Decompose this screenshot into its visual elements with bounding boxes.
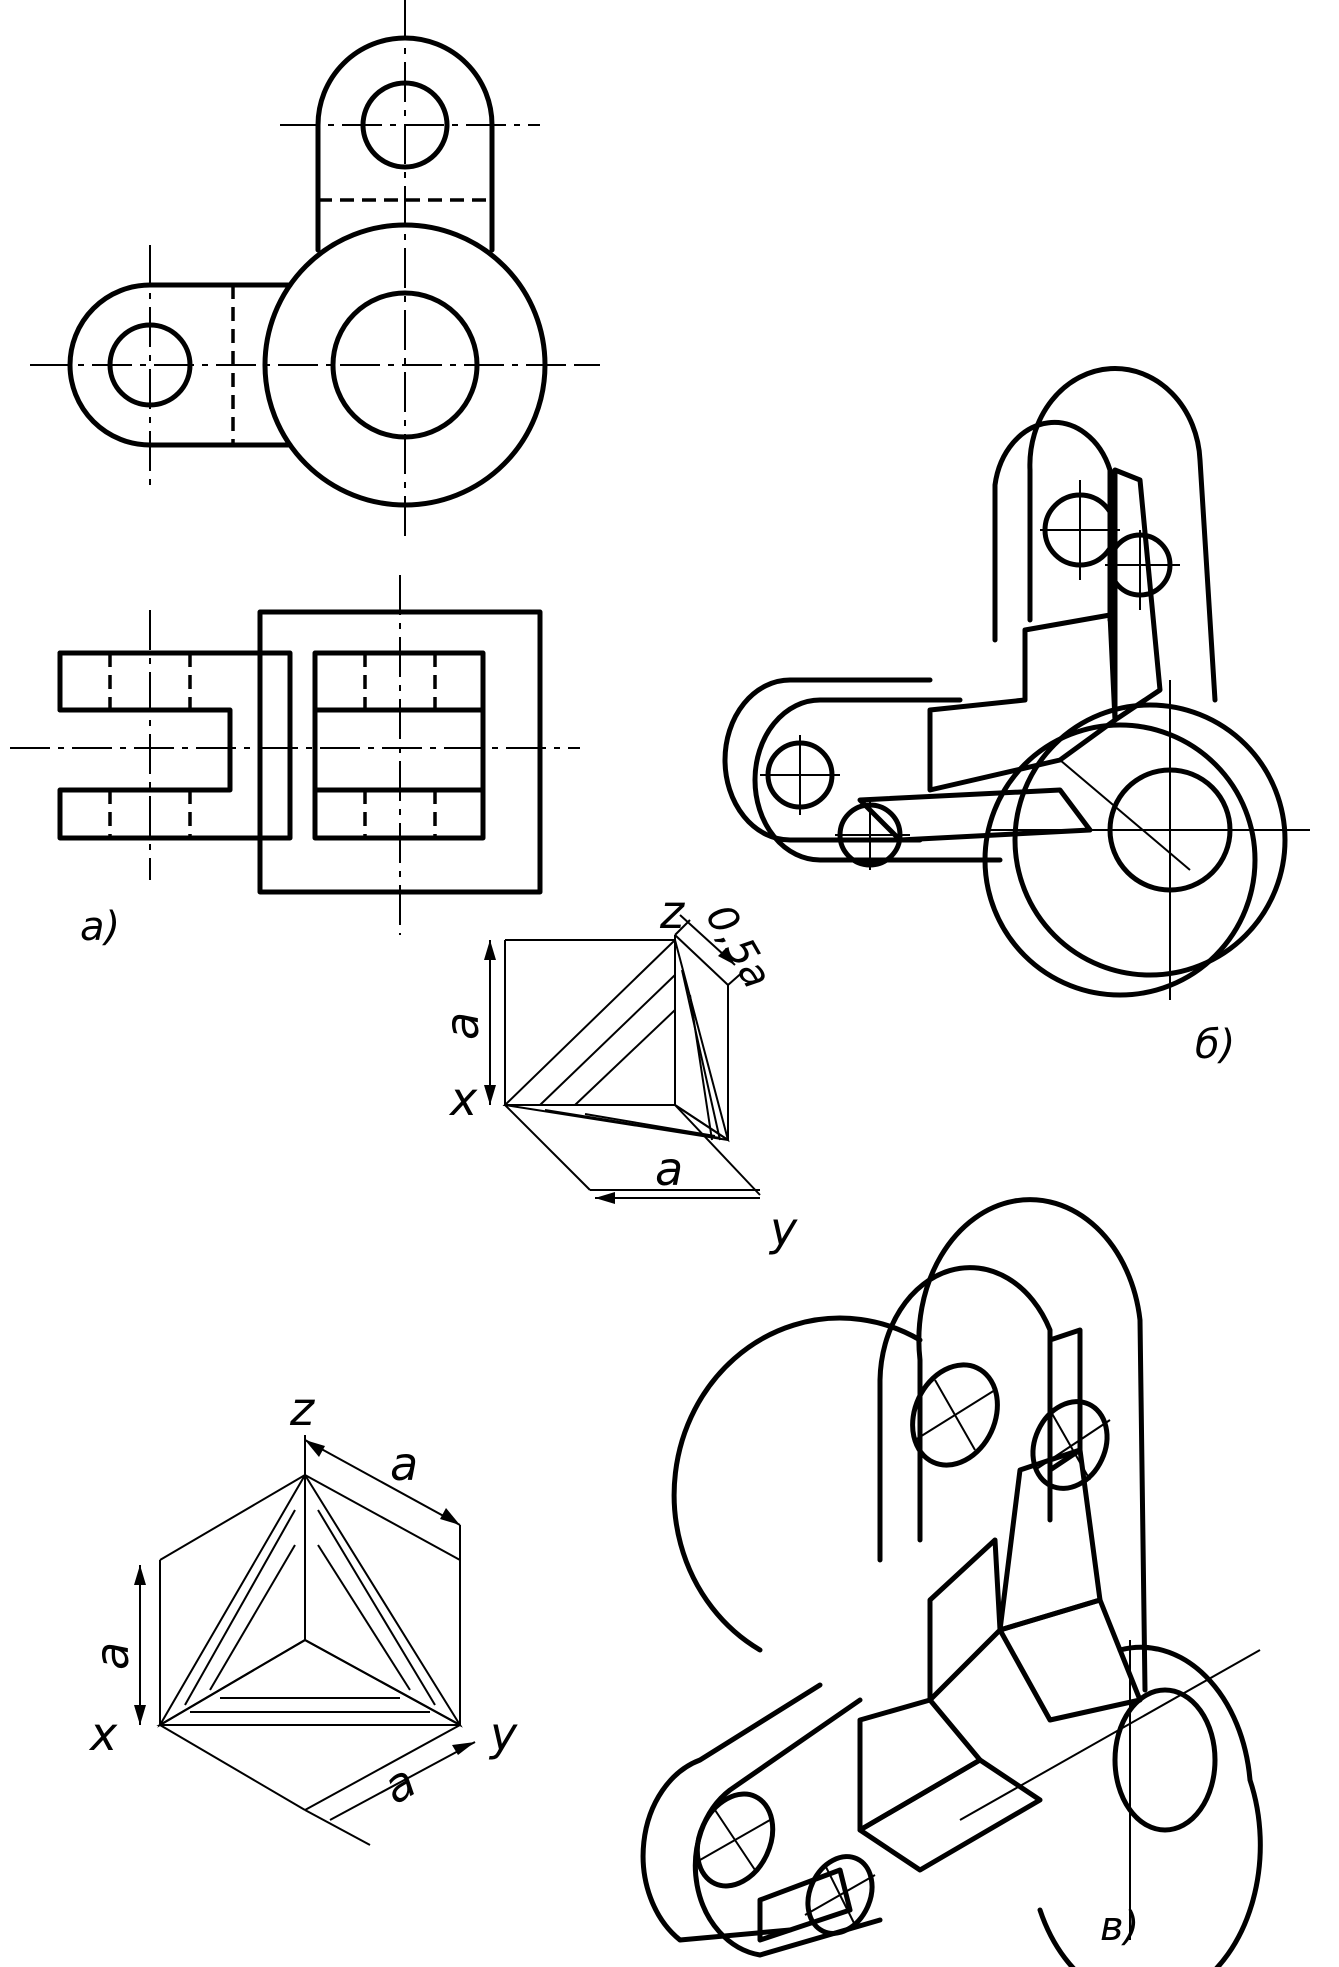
fig-b-label: б) xyxy=(1195,1022,1235,1068)
isometric-z-label: z xyxy=(289,1382,315,1436)
isometric-x-label: x xyxy=(88,1707,118,1761)
dimetric-a-vertical-label: a xyxy=(435,1012,489,1040)
isometric-y-label: y xyxy=(488,1707,518,1761)
dimetric-section-view xyxy=(722,366,1310,1000)
dimetric-a-horizontal-label: a xyxy=(655,1142,683,1196)
isometric-axes-diagram xyxy=(134,1435,476,1846)
top-view xyxy=(30,0,600,540)
front-view xyxy=(10,575,580,935)
fig-a-label: а) xyxy=(80,904,120,950)
isometric-section-view xyxy=(640,1197,1263,1967)
isometric-a-vertical-label: a xyxy=(85,1642,139,1670)
fig-v-label: в) xyxy=(1100,1904,1139,1950)
isometric-a-bottom-label: a xyxy=(374,1754,425,1815)
dimetric-z-label: z xyxy=(659,885,685,939)
dimetric-half-a-label: 0,5a xyxy=(696,897,780,996)
dimetric-y-label: y xyxy=(768,1202,798,1256)
dimetric-x-label: x xyxy=(448,1072,478,1126)
isometric-a-top-label: a xyxy=(390,1437,418,1491)
dimetric-axes-diagram xyxy=(484,914,761,1204)
